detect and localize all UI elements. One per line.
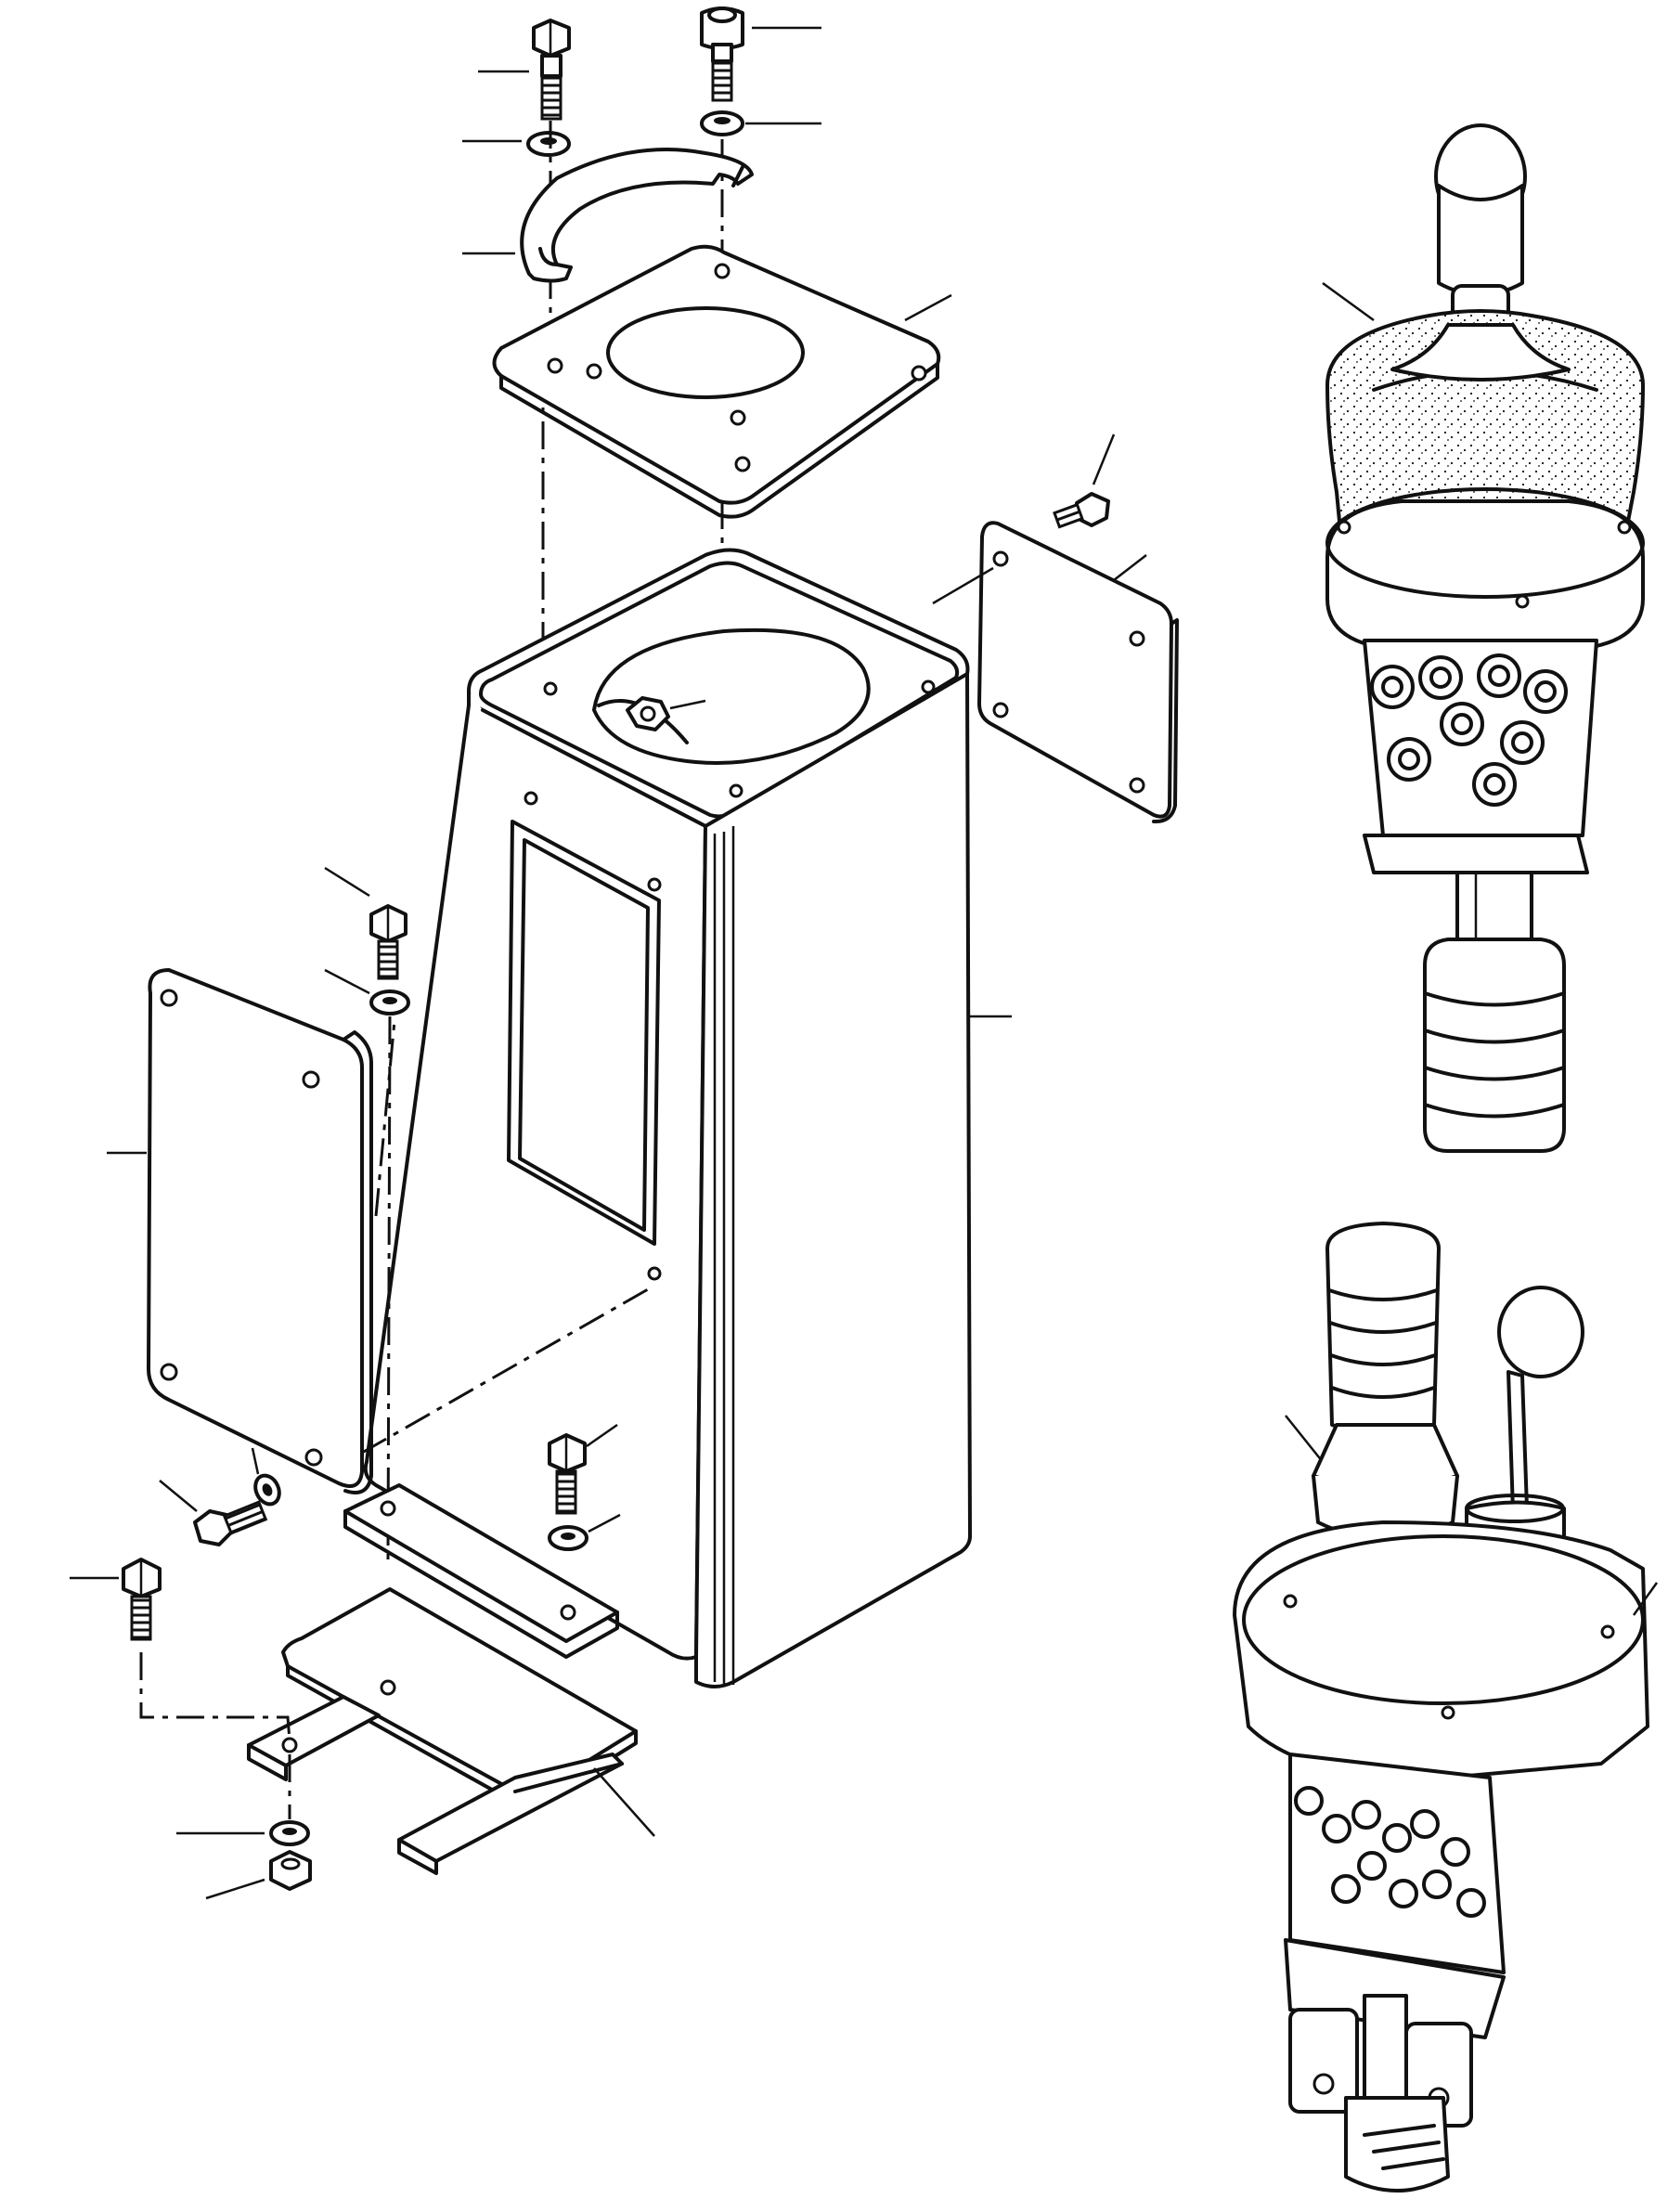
socket-head-screw: [700, 6, 821, 102]
bracket-bolt: [548, 1423, 621, 1551]
alignment-line: [386, 1015, 392, 1560]
valve-ports-lower: [1294, 1786, 1486, 1918]
dual-lever-control-valve: [1233, 1222, 1659, 2193]
hex-bolt-top: [478, 19, 571, 121]
side-cover-screw: [1053, 433, 1116, 529]
bracket-bolt-lower: [70, 1558, 162, 1641]
retaining-ring: [462, 148, 754, 283]
alignment-line: [361, 1284, 655, 1455]
top-plate: [492, 244, 952, 519]
mounting-bracket: [247, 1483, 655, 1875]
front-cover-plate: [107, 968, 373, 1494]
control-box-housing: [363, 548, 1012, 1688]
washer-top-right: [700, 110, 821, 136]
pilot-valve-joystick: [1322, 123, 1646, 1153]
bracket-washer-lower: [176, 1820, 310, 1846]
side-cover-plate: [932, 433, 1179, 824]
alignment-line: [139, 1652, 291, 1741]
bracket-nut-lower: [205, 1850, 312, 1900]
washer-top-left: [462, 131, 571, 157]
lock-nut-inner: [626, 696, 706, 731]
valve-ports: [1370, 653, 1568, 807]
cover-bolt-lower: [159, 1447, 281, 1546]
cover-bolt-upper: [324, 866, 410, 1015]
alignment-line: [374, 1020, 396, 1217]
